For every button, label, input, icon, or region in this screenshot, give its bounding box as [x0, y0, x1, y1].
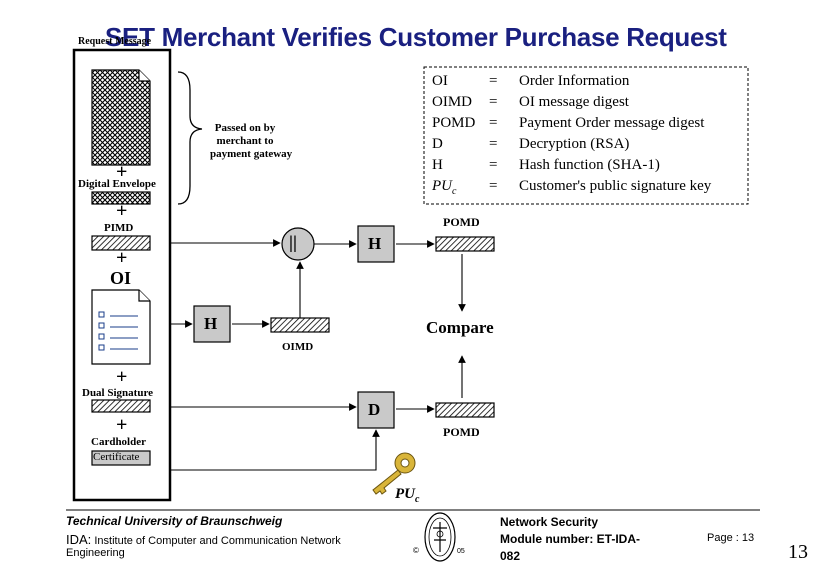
pimd-block: [91, 235, 151, 251]
hash-box-oi-label: H: [204, 314, 218, 333]
legend-desc: Order Information: [519, 73, 630, 89]
pomd-bottom-label: POMD: [443, 425, 480, 439]
dual-signature-block: [91, 399, 151, 413]
footer-ida: IDA: Institute of Computer and Communica…: [66, 531, 341, 549]
legend-row: OIMD = OI message digest: [432, 94, 629, 111]
brace-mark: [177, 71, 203, 205]
seal-year: 05: [457, 548, 465, 555]
request-message-label: Request Message: [78, 36, 152, 47]
concat-circle: [281, 227, 315, 261]
certificate-block: [91, 450, 151, 466]
decrypt-box-label: D: [368, 400, 381, 419]
digital-envelope-label: Digital Envelope: [78, 178, 156, 190]
legend-abbr: D: [432, 136, 443, 152]
legend-eq: =: [489, 94, 498, 110]
brace-note-line: Passed on by: [214, 122, 276, 134]
hash-box-top: [357, 225, 395, 263]
oi-checklist: [98, 311, 138, 351]
oimd-block: [270, 317, 330, 333]
key-icon: [372, 452, 416, 495]
dual-signature-label: Dual Signature: [82, 387, 154, 399]
pimd-label: PIMD: [104, 222, 134, 234]
key-label-text: PU: [395, 486, 415, 502]
key-label-sub: c: [415, 494, 420, 505]
university-seal-icon: [424, 512, 456, 562]
slide-number: 13: [788, 541, 808, 563]
request-message-box: [72, 48, 172, 502]
footer-page: Page : 13: [707, 532, 755, 544]
legend-row: PUc = Customer's public signature key: [432, 178, 711, 197]
footer-module-line2: 082: [500, 549, 521, 563]
legend-eq: =: [489, 115, 498, 131]
brace-note: Passed on by merchant to payment gateway: [210, 122, 293, 161]
plus-sign: +: [116, 414, 128, 436]
footer-module: Module number: ET-IDA-: [500, 532, 640, 546]
legend-desc: Decryption (RSA): [519, 136, 630, 152]
legend-abbr: H: [432, 157, 443, 173]
key-label: PUc: [395, 486, 419, 505]
copyright-mark: ©: [413, 546, 419, 555]
brace-note-line: merchant to: [216, 135, 274, 147]
decrypt-box: [357, 391, 395, 429]
footer-university: Technical University of Braunschweig: [66, 514, 283, 528]
oimd-label: OIMD: [282, 341, 314, 353]
legend-eq: =: [489, 73, 498, 89]
legend-desc: OI message digest: [519, 94, 629, 110]
plus-sign: +: [116, 161, 128, 183]
legend-eq: =: [489, 178, 498, 194]
footer-ida-rest: Institute of Computer and Communication …: [91, 535, 341, 547]
cardholder-label: Cardholder: [91, 436, 146, 448]
plus-sign: +: [116, 247, 128, 269]
legend-abbr: POMD: [432, 115, 476, 131]
footer-ida-prefix: IDA:: [66, 532, 92, 547]
certificate-label: Certificate: [93, 451, 140, 463]
footer-course: Network Security: [500, 515, 599, 529]
footer-ida-line2: Engineering: [66, 547, 125, 559]
legend-eq: =: [489, 136, 498, 152]
legend-abbr: OIMD: [432, 94, 472, 110]
legend-desc: Hash function (SHA-1): [519, 157, 660, 173]
digital-envelope-block: [91, 191, 151, 205]
legend-row: D = Decryption (RSA): [432, 136, 629, 153]
concat-symbol: ||: [289, 232, 297, 252]
hash-box-oi: [193, 305, 231, 343]
legend-row: OI = Order Information: [432, 73, 629, 90]
pomd-top-block: [435, 236, 495, 252]
legend-row: H = Hash function (SHA-1): [432, 157, 660, 174]
plus-sign: +: [116, 366, 128, 388]
legend-abbr: OI: [432, 73, 448, 89]
legend-abbr: PU: [432, 178, 452, 194]
page-title: SET Merchant Verifies Customer Purchase …: [105, 22, 727, 52]
legend-row: POMD = Payment Order message digest: [432, 115, 704, 132]
oi-label: OI: [110, 268, 132, 288]
legend-abbr-sub: c: [452, 186, 457, 197]
arrow-cert-to-decrypt: [170, 429, 380, 471]
order-document-hatched: [91, 69, 151, 166]
pomd-top-label: POMD: [443, 215, 480, 229]
legend-desc: Customer's public signature key: [519, 178, 712, 194]
hash-box-label: H: [368, 234, 382, 253]
plus-sign: +: [116, 200, 128, 222]
pomd-bottom-block: [435, 402, 495, 418]
compare-label: Compare: [426, 318, 494, 337]
brace-note-line: payment gateway: [210, 148, 293, 160]
legend-eq: =: [489, 157, 498, 173]
legend-box: [423, 66, 749, 205]
legend-desc: Payment Order message digest: [519, 115, 705, 131]
